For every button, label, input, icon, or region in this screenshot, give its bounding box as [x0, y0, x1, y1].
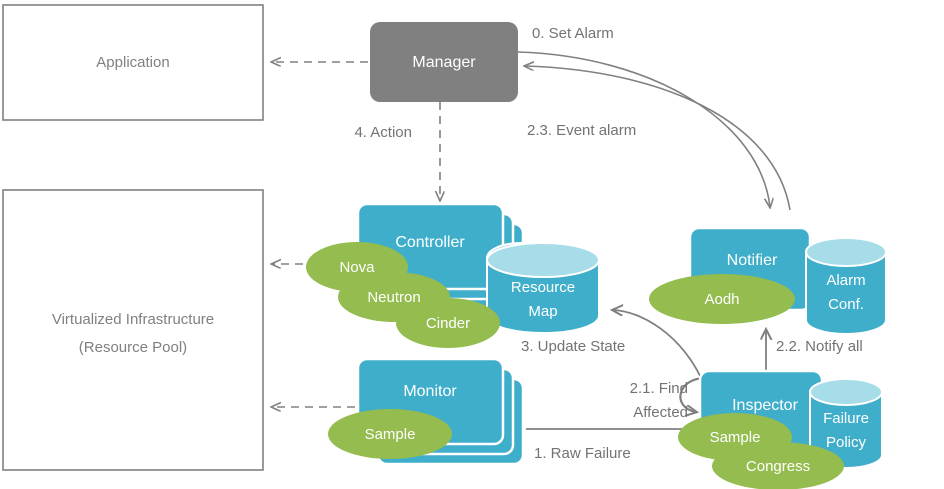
edge-event-alarm — [525, 66, 791, 211]
node-inspector-label: Inspector — [732, 397, 798, 414]
edge-label-find-affected-line1: 2.1. Find — [630, 380, 688, 397]
application-box-label: Application — [96, 54, 169, 71]
store-resource-map-text-line1: Resource — [511, 279, 575, 296]
edge-find-affected — [679, 376, 707, 412]
edge-label-event-alarm: 2.3. Event alarm — [527, 122, 636, 139]
infrastructure-box-label-line2: (Resource Pool) — [79, 339, 187, 356]
store-alarm-conf[interactable]: Alarm Conf. — [805, 237, 887, 335]
edge-label-raw-failure: 1. Raw Failure — [534, 445, 631, 462]
pill-aodh-label: Aodh — [704, 291, 739, 308]
store-failure-policy[interactable]: Failure Policy — [809, 378, 883, 469]
edge-label-find-affected-line2: Affected — [633, 404, 688, 421]
pill-cinder-label: Cinder — [426, 315, 470, 332]
node-controller-label: Controller — [395, 234, 465, 251]
store-alarm-conf-label-line1: Alarm — [826, 272, 865, 289]
node-manager[interactable]: Manager — [370, 22, 518, 102]
node-monitor-label: Monitor — [403, 383, 457, 400]
pill-cinder[interactable]: Cinder — [396, 298, 500, 348]
pill-sample-monitor[interactable]: Sample — [328, 409, 452, 459]
pill-nova-label: Nova — [339, 259, 375, 276]
store-failure-policy-label-line1: Failure — [823, 410, 869, 427]
edge-label-notify-all: 2.2. Notify all — [776, 338, 863, 355]
infrastructure-box-label-line1: Virtualized Infrastructure — [52, 311, 214, 328]
store-failure-policy-label-line2: Policy — [826, 434, 867, 451]
node-manager-label: Manager — [412, 54, 476, 71]
pill-aodh[interactable]: Aodh — [649, 274, 795, 324]
edge-update-state — [613, 310, 707, 391]
edge-label-update-state: 3. Update State — [521, 338, 625, 355]
node-notifier-label: Notifier — [727, 252, 778, 269]
store-resource-map-text-line2: Map — [528, 303, 557, 320]
edge-set-alarm — [517, 51, 770, 207]
pill-neutron-label: Neutron — [367, 289, 420, 306]
store-resource-map-body: Resource Map — [486, 242, 600, 334]
edge-label-action: 4. Action — [354, 124, 412, 141]
store-alarm-conf-label-line2: Conf. — [828, 296, 864, 313]
pill-congress-label: Congress — [746, 458, 810, 475]
pill-sample-inspector-label: Sample — [710, 429, 761, 446]
application-box[interactable]: Application — [2, 4, 264, 121]
edge-label-set-alarm: 0. Set Alarm — [532, 25, 614, 42]
infrastructure-box[interactable]: Virtualized Infrastructure (Resource Poo… — [2, 189, 264, 471]
pill-congress[interactable]: Congress — [712, 442, 844, 489]
pill-sample-monitor-label: Sample — [365, 426, 416, 443]
